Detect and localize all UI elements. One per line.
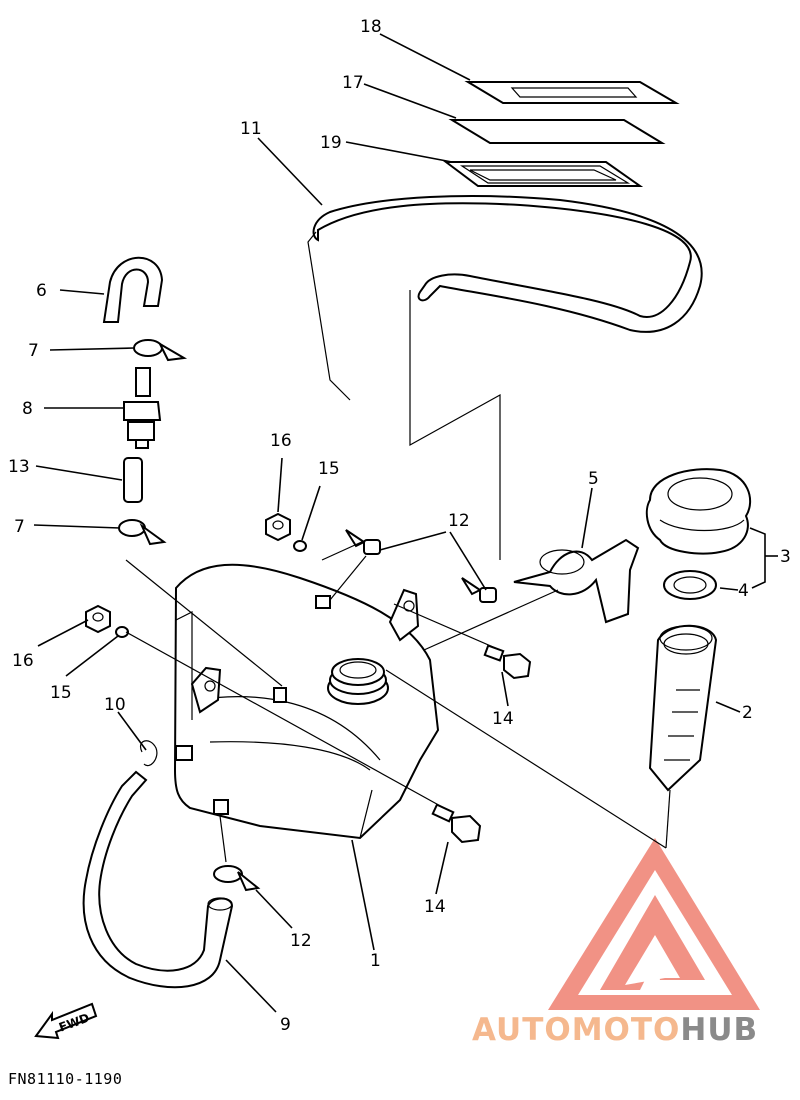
callout-13: 13: [8, 457, 30, 477]
callout-7-upper: 7: [28, 341, 39, 361]
watermark-text-part2: HUB: [680, 1012, 759, 1048]
clamp-12-lower: [213, 865, 261, 892]
callout-14-lower: 14: [424, 897, 446, 917]
clamp-12-upper-left: [345, 529, 381, 555]
cap-3: [645, 468, 751, 555]
figure-code: FN81110-1190: [8, 1070, 123, 1088]
callout-14-upper: 14: [492, 709, 514, 729]
clamp-12-upper-right: [461, 577, 497, 603]
callout-11: 11: [240, 119, 262, 139]
watermark-text: AUTOMOTOHUB: [472, 1012, 800, 1048]
callout-16-upper: 16: [270, 431, 292, 451]
callout-3: 3: [780, 547, 791, 567]
hose-9: [82, 770, 234, 989]
washer-15-lower: [115, 626, 129, 638]
callout-12-upper: 12: [448, 511, 470, 531]
callout-7-lower: 7: [14, 517, 25, 537]
fuel-tank-1: [173, 563, 440, 840]
callout-5: 5: [588, 469, 599, 489]
fuel-cock-8: [123, 367, 162, 449]
gasket-4: [663, 570, 717, 600]
sticker-18: [464, 81, 680, 104]
breather-hose-11: [307, 195, 703, 560]
callout-1: 1: [370, 951, 381, 971]
watermark-text-part1: AUTOMOTO: [472, 1012, 681, 1048]
clamp-7-upper: [133, 339, 188, 362]
callout-10: 10: [104, 695, 126, 715]
clamp-7-lower: [118, 519, 167, 546]
callout-16-lower: 16: [12, 651, 34, 671]
nut-16-upper: [265, 512, 291, 542]
callout-17: 17: [342, 73, 364, 93]
watermark-logo: [548, 838, 760, 1010]
callout-2: 2: [742, 703, 753, 723]
callout-12-lower: 12: [290, 931, 312, 951]
callout-15-upper: 15: [318, 459, 340, 479]
leader-lines: [33, 33, 778, 1013]
nut-16-lower: [85, 604, 111, 634]
bolt-14-upper: [483, 644, 532, 680]
bolt-14-lower: [431, 803, 482, 844]
pipe-13: [123, 457, 143, 503]
fwd-arrow: FWD: [34, 1002, 98, 1040]
hose-6: [102, 256, 164, 323]
sticker-17: [448, 119, 666, 144]
callout-4: 4: [738, 581, 749, 601]
callout-19: 19: [320, 133, 342, 153]
callout-15-lower: 15: [50, 683, 72, 703]
callout-8: 8: [22, 399, 33, 419]
callout-6: 6: [36, 281, 47, 301]
washer-15-upper: [293, 540, 307, 552]
bracket-5: [513, 538, 640, 624]
callouts: 18 17 19 11 6 7 8 13 7 16 15 12 5 3 4 2 …: [8, 17, 791, 1035]
callout-18: 18: [360, 17, 382, 37]
clip-10: [140, 740, 158, 767]
fwd-label: FWD: [57, 1011, 91, 1035]
sticker-19: [443, 161, 644, 187]
strainer-2: [648, 624, 718, 792]
callout-9: 9: [280, 1015, 291, 1035]
